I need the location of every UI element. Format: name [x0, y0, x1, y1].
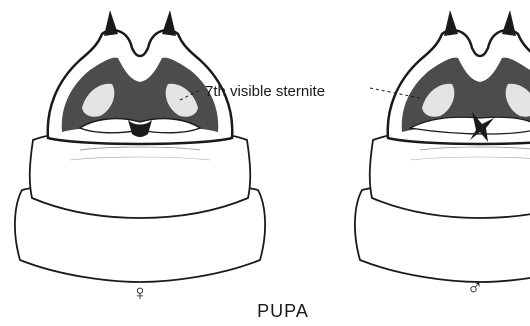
callout-label: 7th visible sternite: [205, 83, 325, 100]
female-symbol: ♀: [132, 280, 149, 305]
male-pupa-illustration: [355, 10, 530, 282]
male-symbol: ♂: [467, 275, 484, 300]
figure-title: PUPA: [257, 301, 309, 321]
female-pupa-illustration: [15, 10, 265, 282]
